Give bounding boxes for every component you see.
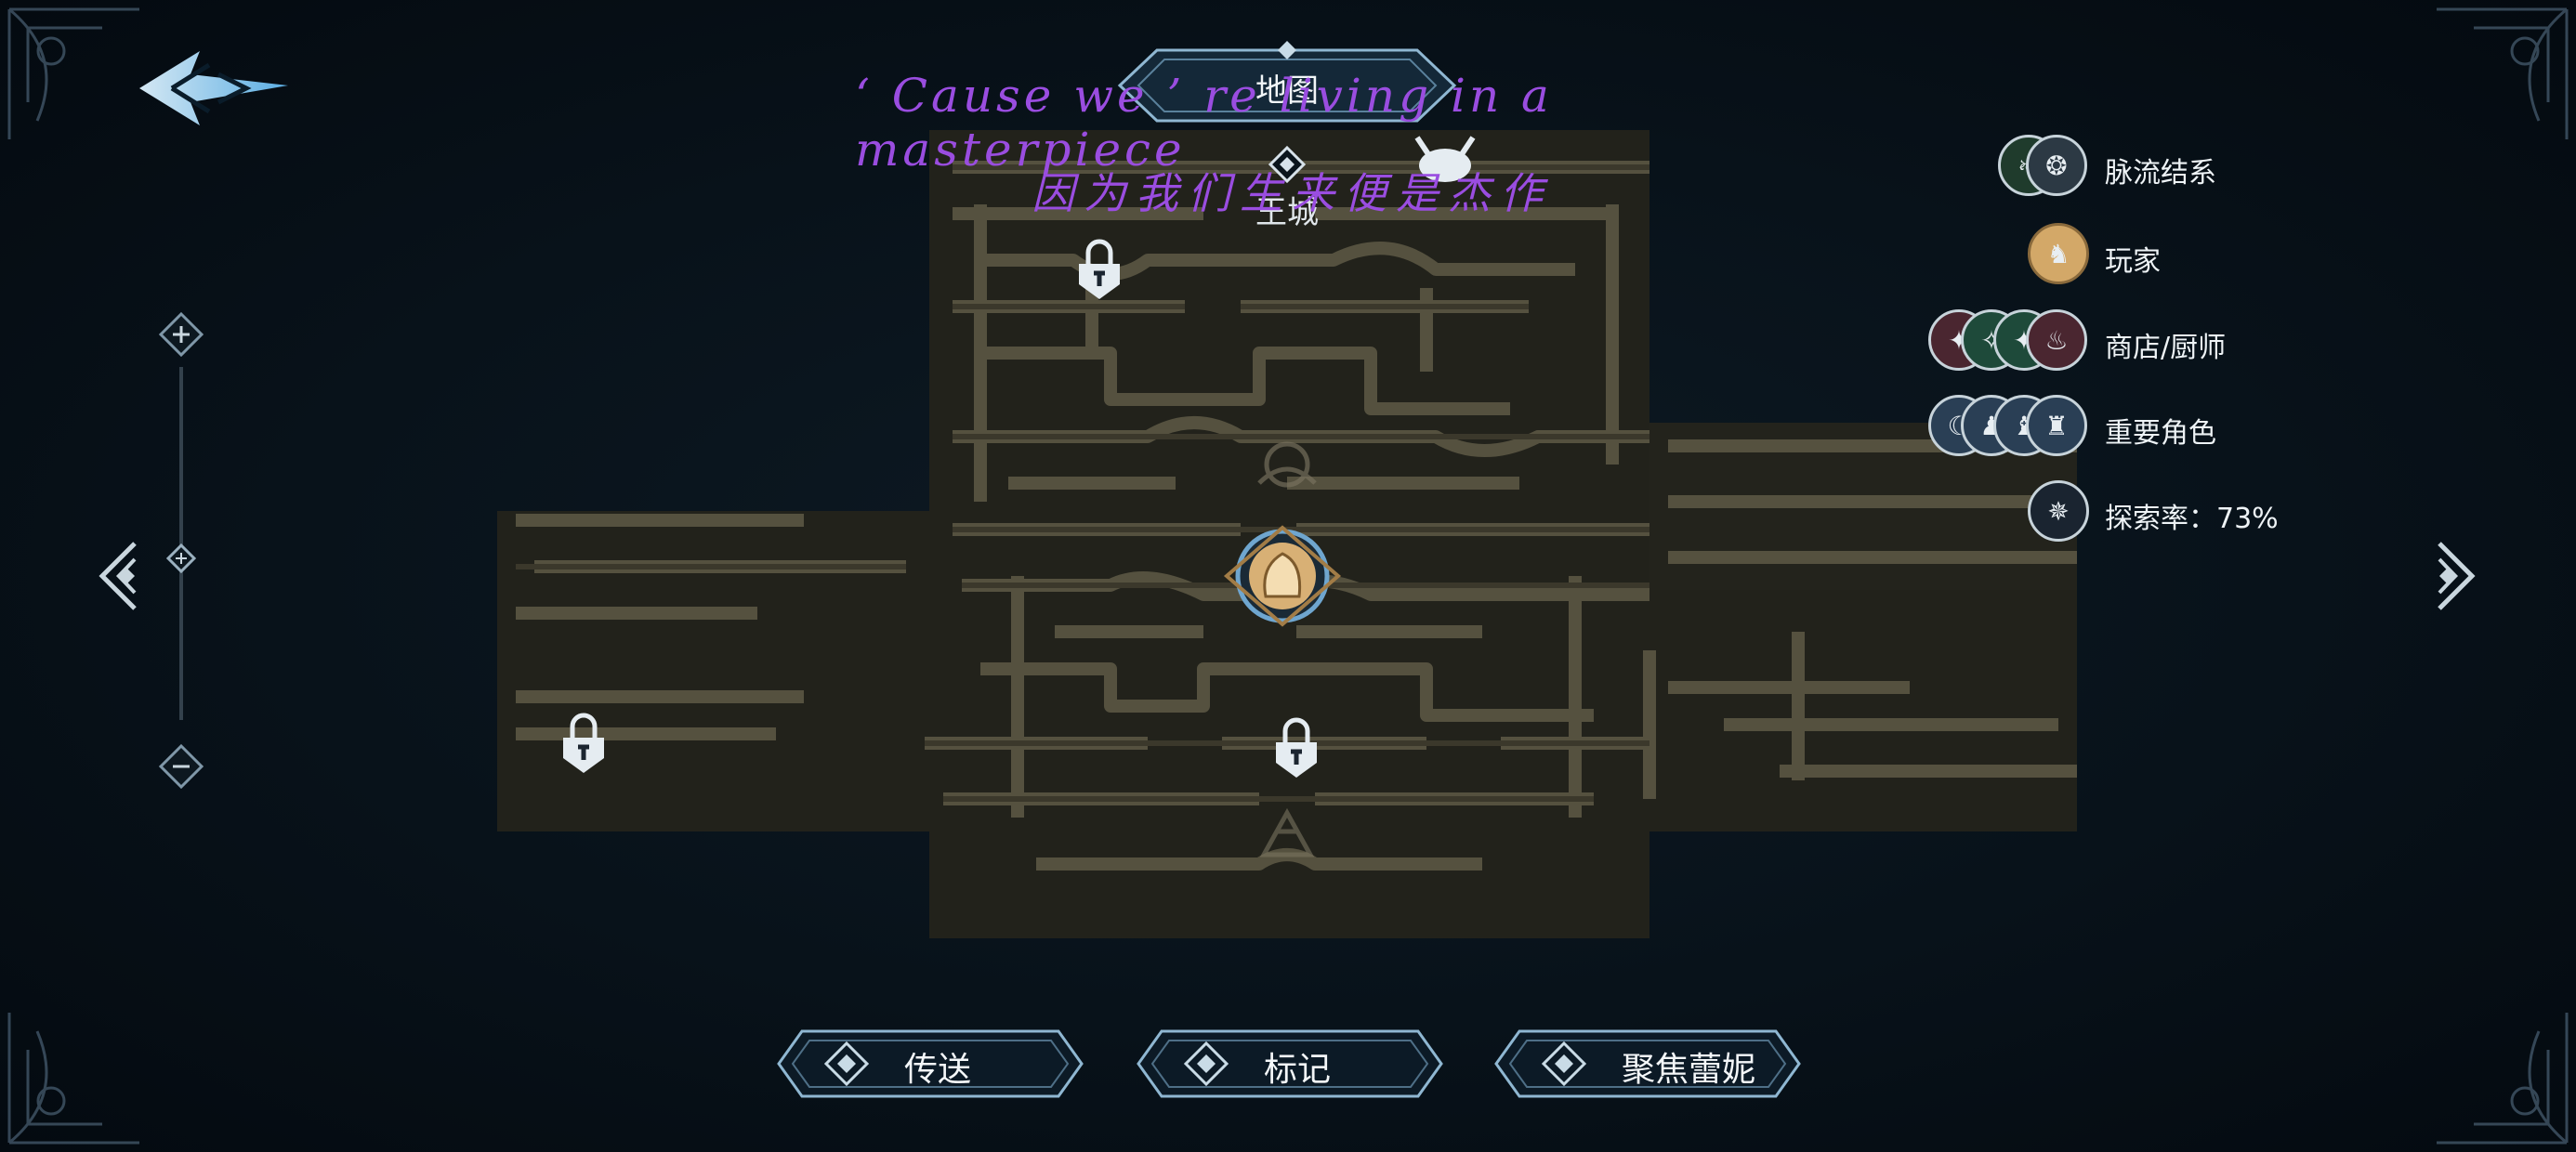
npc-icon: ♜ xyxy=(2026,395,2087,456)
plus-icon xyxy=(158,311,204,358)
frame-corner-ornament xyxy=(2362,938,2576,1152)
legend-item-key-characters[interactable]: ☾ ♟ ♝ ♜ 重要角色 xyxy=(1924,395,2360,469)
zoom-out-button[interactable] xyxy=(158,743,204,790)
legend-item-player[interactable]: ♞ 玩家 xyxy=(1924,223,2360,297)
mark-button-label: 标记 xyxy=(1264,1051,1332,1089)
area-name-label: 王城 xyxy=(1255,194,1319,231)
teleport-button-label: 传送 xyxy=(904,1051,972,1089)
legend-label: 脉流结系 xyxy=(2105,157,2216,190)
legend-label: 重要角色 xyxy=(2105,417,2216,450)
lyric-chinese: 因为我们生来便是杰作 xyxy=(1032,168,1552,218)
dungeon-map[interactable]: 王城 xyxy=(497,130,2077,1018)
zoom-handle-icon[interactable] xyxy=(166,543,196,573)
frame-corner-ornament xyxy=(0,938,214,1152)
legend-item-vein-node[interactable]: ❧ ❂ 脉流结系 xyxy=(1924,135,2360,209)
map-canvas: 王城 xyxy=(497,130,2077,1018)
lock-icon xyxy=(1276,717,1317,778)
mark-sigil-icon xyxy=(1183,1041,1229,1087)
chevron-right-icon xyxy=(2438,542,2476,610)
legend-item-shop-chef[interactable]: ✦ ✧ ✦ ♨ 商店/厨师 xyxy=(1924,309,2360,384)
teleport-sigil-icon xyxy=(823,1041,870,1087)
next-area-button[interactable] xyxy=(2425,539,2481,613)
chevron-left-icon xyxy=(99,542,137,610)
zoom-in-button[interactable] xyxy=(158,311,204,358)
legend-label: 玩家 xyxy=(2105,245,2161,278)
previous-area-button[interactable] xyxy=(93,539,149,613)
page-title: 地图 xyxy=(1255,72,1319,110)
mark-button[interactable]: 标记 xyxy=(1124,1022,1455,1106)
lock-icon xyxy=(1079,239,1120,299)
minus-icon xyxy=(158,743,204,790)
player-marker-icon xyxy=(1223,525,1342,627)
focus-lenny-button[interactable]: 聚焦蕾妮 xyxy=(1482,1022,1813,1106)
lyric-english: ‘ Cause we ’ re living in a masterpiece xyxy=(855,69,1553,177)
chef-icon: ♨ xyxy=(2026,309,2087,371)
waypoint-icon xyxy=(1268,145,1307,184)
teleport-button[interactable]: 传送 xyxy=(765,1022,1096,1106)
exploration-rate-label: 探索率：73% xyxy=(2105,503,2279,535)
vein-node-icon: ❂ xyxy=(2026,135,2087,196)
compass-star-icon: ✵ xyxy=(2028,480,2089,542)
npc-marker-icon xyxy=(1414,136,1476,182)
back-button[interactable] xyxy=(135,37,302,139)
map-title-plate: 地图 xyxy=(1101,39,1473,132)
area-emblem-icon xyxy=(1259,807,1315,857)
zoom-slider[interactable] xyxy=(158,311,204,790)
legend-label: 商店/厨师 xyxy=(2105,332,2227,364)
frame-corner-ornament xyxy=(0,0,214,214)
frame-corner-ornament xyxy=(2362,0,2576,214)
player-icon: ♞ xyxy=(2028,223,2089,284)
back-arrow-icon xyxy=(139,51,288,125)
lock-icon xyxy=(563,713,604,773)
area-emblem-icon xyxy=(1257,441,1317,488)
legend-item-exploration: ✵ 探索率：73% xyxy=(1924,480,2360,555)
focus-sigil-icon xyxy=(1541,1041,1587,1087)
focus-button-label: 聚焦蕾妮 xyxy=(1622,1051,1756,1089)
